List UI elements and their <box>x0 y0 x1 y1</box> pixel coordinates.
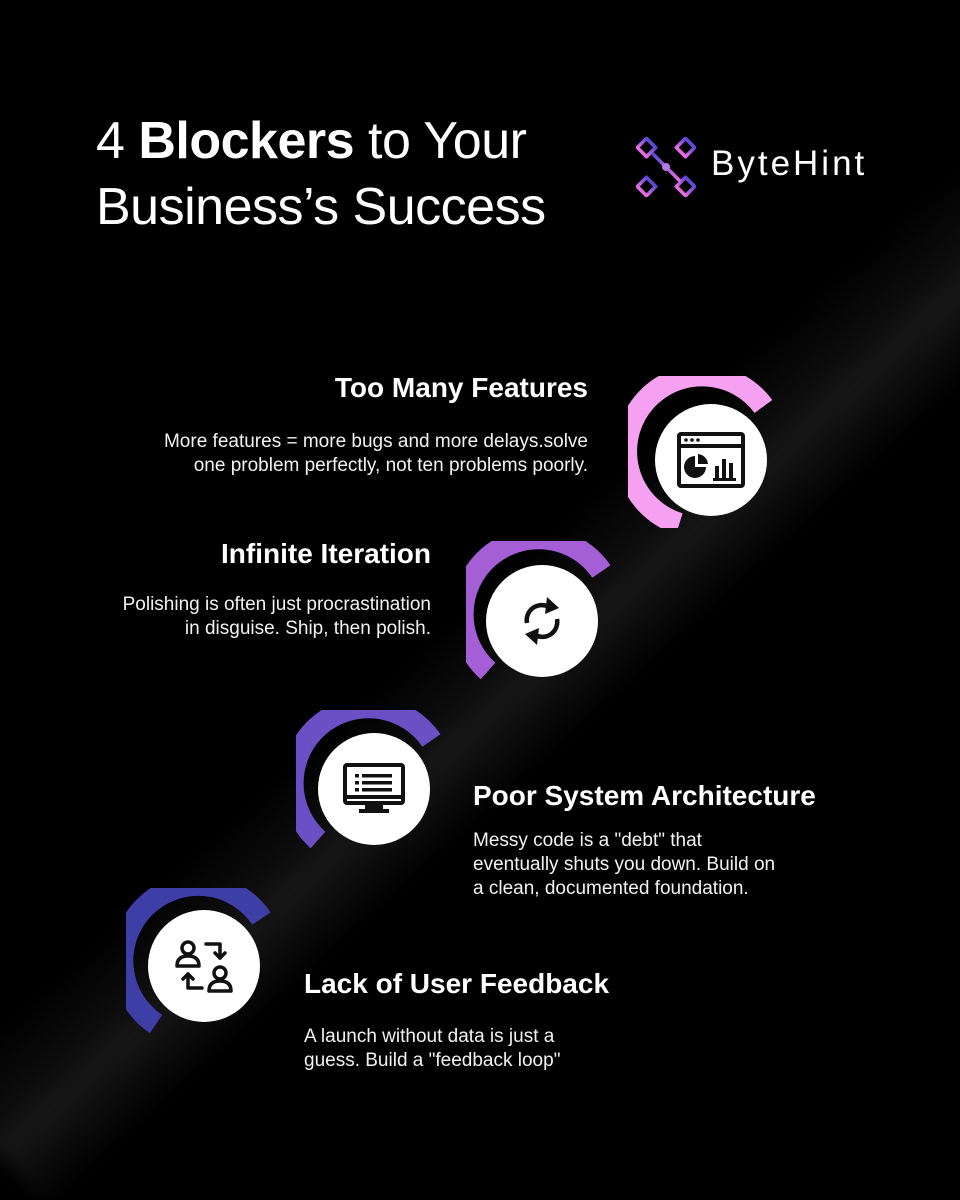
step-4-badge <box>148 910 260 1022</box>
step-1-heading: Too Many Features <box>334 372 588 403</box>
step-1-description: More features = more bugs and more delay… <box>164 430 588 478</box>
title-number: 4 <box>96 112 125 170</box>
step-2-badge <box>486 565 598 677</box>
dashboard-window-icon <box>677 432 745 488</box>
step-2-description: Polishing is often just procrastination … <box>123 593 431 641</box>
user-exchange-icon <box>175 940 233 993</box>
step-4-heading: Lack of User Feedback <box>304 968 610 999</box>
step-1-description-line: one problem perfectly, not ten problems … <box>193 455 588 476</box>
step-3-heading: Poor System Architecture <box>473 780 816 811</box>
step-4-description-line: guess. Build a "feedback loop" <box>304 1050 561 1071</box>
step-2-description-line: Polishing is often just procrastination <box>122 594 431 615</box>
step-3-ring <box>296 710 448 862</box>
step-4-ring <box>126 888 278 1040</box>
step-4-description-line: A launch without data is just a <box>304 1026 555 1047</box>
brand-name: ByteHint <box>711 144 868 183</box>
step-3-description: Messy code is a "debt" that eventually s… <box>473 829 775 901</box>
step-2-ring <box>466 541 618 693</box>
step-1-badge <box>655 404 767 516</box>
page-title: 4 Blockers to Your Business’s Success <box>96 108 656 240</box>
title-line2: Business’s Success <box>96 178 546 236</box>
step-2-description-line: in disguise. Ship, then polish. <box>184 618 431 639</box>
refresh-cycle-icon <box>524 597 560 645</box>
step-2-heading: Infinite Iteration <box>221 538 431 569</box>
title-bold-word: Blockers <box>138 112 355 170</box>
step-4-description: A launch without data is just a guess. B… <box>304 1025 560 1073</box>
step-1-description-line: More features = more bugs and more delay… <box>163 431 588 452</box>
monitor-list-icon <box>343 763 405 813</box>
step-3-description-line: a clean, documented foundation. <box>473 878 749 899</box>
bytehint-logo-icon <box>636 137 696 197</box>
step-3-description-line: eventually shuts you down. Build on <box>473 854 776 875</box>
title-line1-rest: to Your <box>368 112 527 170</box>
step-3-description-line: Messy code is a "debt" that <box>473 830 702 851</box>
step-1-ring <box>628 376 780 528</box>
step-3-badge <box>318 733 430 845</box>
